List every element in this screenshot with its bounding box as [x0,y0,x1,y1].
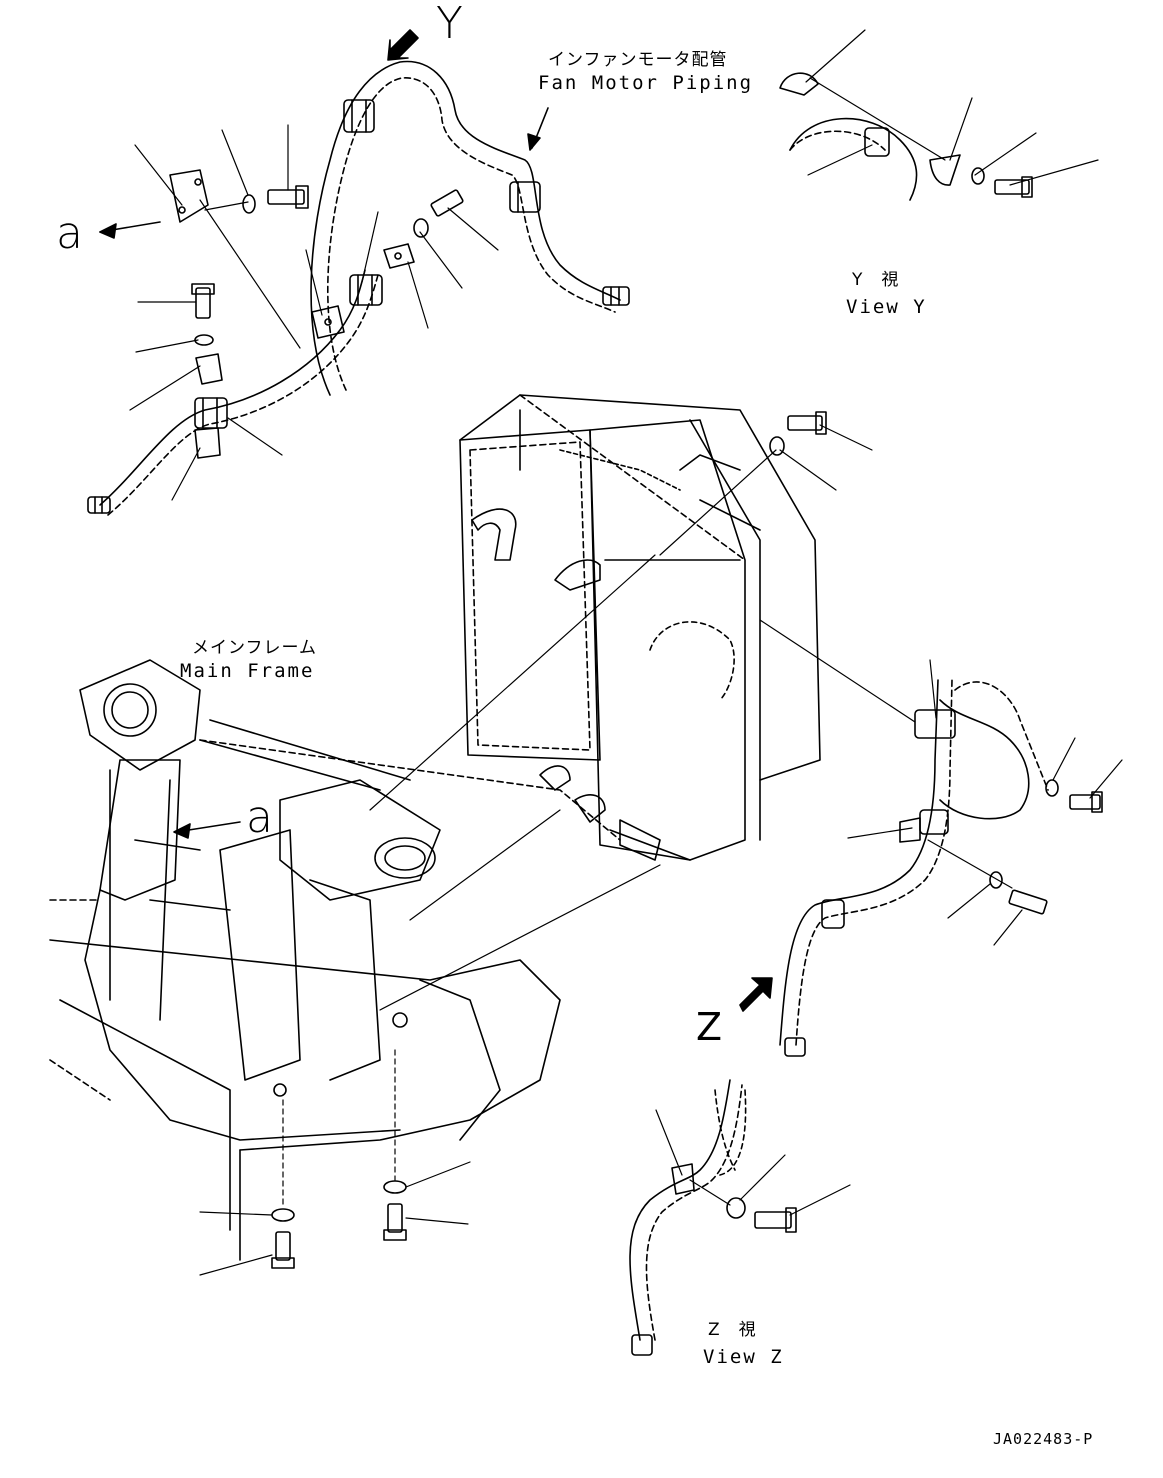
view-arrow-y [387,29,419,61]
bolt-bottom-2 [383,1203,407,1241]
clamp-3 [349,274,383,306]
clamp-4 [194,397,228,429]
view-y-label-jp: Y 視 [852,270,900,290]
washer-bottom-2 [383,1180,407,1194]
fan-motor-piping-label-jp: インファンモータ配管 [548,50,728,70]
arrow-a-left [99,221,161,239]
marker-a-center: a [246,792,273,843]
hose-assembly-right [779,679,1049,1057]
view-arrow-z [739,977,773,1012]
view-z-label-jp: Z 視 [708,1320,757,1340]
clip-4 [194,427,221,459]
fan-motor-piping-label-en: Fan Motor Piping [538,72,754,94]
clip-1 [311,305,345,339]
leader-lines-right [759,619,1123,946]
view-marker-z: Z [696,1005,723,1049]
bolt-3 [191,283,215,319]
view-y-label-en: View Y [846,296,927,318]
bracket-a [169,169,209,223]
radiator-core [459,394,821,861]
bolt-1 [267,185,309,209]
washer-right-1 [1045,779,1059,797]
washer-right-2 [989,871,1003,889]
main-frame-label-jp: メインフレーム [192,638,317,658]
clamp-2 [509,181,541,213]
view-marker-y: Y [436,0,463,49]
leader-lines-top-left [129,124,499,501]
clip-2 [383,243,415,269]
washer-radiator [769,436,785,456]
leader-lines-radiator [369,424,873,1011]
bolt-right-1 [1069,791,1103,813]
washer-1 [242,194,256,214]
marker-a-left: a [56,208,83,259]
fan-motor-hose-upper [310,60,621,396]
bolt-2 [430,189,464,217]
bolt-radiator [787,411,827,435]
leader-lines-bottom [199,1049,471,1276]
view-z-label-en: View Z [703,1346,784,1368]
view-z-detail [629,1079,851,1356]
arrow-fan-motor [527,107,549,151]
main-frame [49,659,621,1261]
fan-motor-hose-lower [99,269,379,516]
bolt-right-2 [1008,889,1048,915]
washer-2 [413,218,429,238]
clamp-1 [343,99,375,133]
drawing-code: JA022483-P [993,1430,1094,1448]
clip-3 [195,353,223,385]
hose-fitting-end-right [602,286,630,306]
view-y-detail [779,29,1099,201]
washer-bottom-1 [271,1208,295,1222]
bolt-bottom-1 [271,1231,295,1269]
hose-fitting-end-left [87,496,111,514]
arrow-a-center [173,821,241,839]
main-frame-label-en: Main Frame [180,660,315,682]
